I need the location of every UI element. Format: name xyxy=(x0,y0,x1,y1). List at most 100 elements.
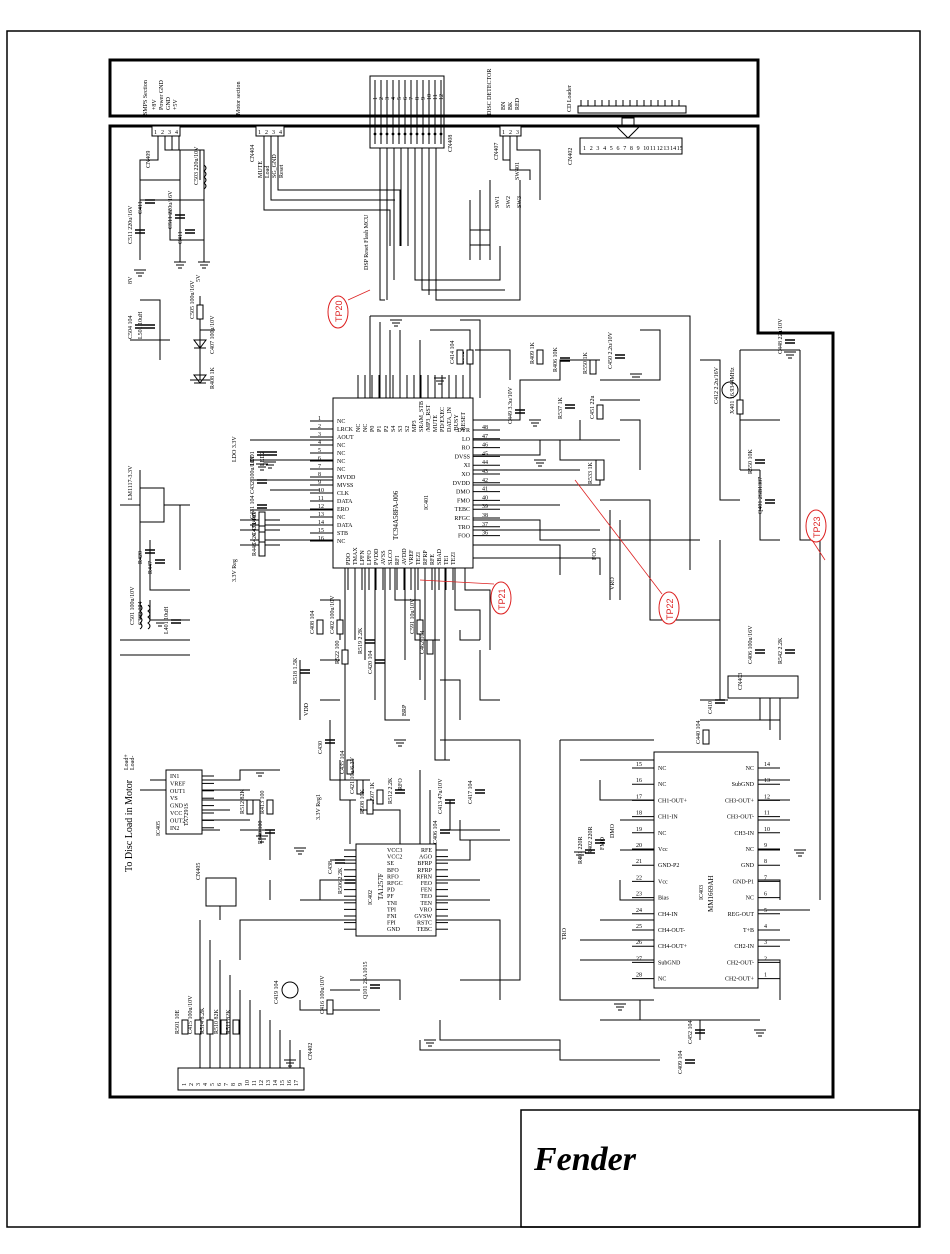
wire xyxy=(509,136,531,180)
ground-symbol xyxy=(630,373,642,381)
transistor: C419 104 xyxy=(274,980,299,1004)
cap-plate xyxy=(257,451,267,456)
ground-line xyxy=(254,769,266,777)
ic403-right-num: 11 xyxy=(764,811,770,817)
ground-line xyxy=(154,619,166,627)
cap-plate xyxy=(345,879,355,884)
cn401-pin-num: 12 xyxy=(259,1080,265,1086)
ic403-left-num: 19 xyxy=(636,827,642,833)
cap-plate xyxy=(145,199,155,204)
res-body xyxy=(366,799,374,815)
switch-label: SW401 xyxy=(515,162,521,180)
ic402-left-name: TNI xyxy=(387,901,397,907)
cn402-pin-num: 7 xyxy=(623,146,626,152)
capacitor: R512 2.2K xyxy=(388,777,405,804)
ic403-left-num: 24 xyxy=(636,908,642,914)
cn408-pin-num: 3 xyxy=(385,97,391,100)
cn408-dot xyxy=(415,132,419,136)
ic401-right-name: LO xyxy=(462,437,471,443)
ic403-right-name: CH2-OUT+ xyxy=(725,977,755,983)
cn401-pin-num: 7 xyxy=(224,1083,230,1086)
cn402-pin-num: 11 xyxy=(650,146,656,152)
resistor: R522 100 xyxy=(335,640,349,665)
power-label: RFO xyxy=(398,778,404,790)
res-body xyxy=(206,1019,214,1035)
ic401-right-name: FOO xyxy=(458,534,471,540)
ic401-left-name: MVDD xyxy=(337,475,356,481)
ic403-right-name: SubGND xyxy=(732,782,755,788)
ic401-bottom-name: RFRP xyxy=(423,550,429,565)
transistor-label: C412 2.2u/16V xyxy=(714,366,720,404)
test-points: TP20 TP21 TP22 TP23 xyxy=(327,289,827,625)
cap-plate xyxy=(375,659,385,664)
power-label: 3.3V Reg xyxy=(232,559,238,582)
cn408-dot xyxy=(433,132,437,136)
wire xyxy=(440,679,461,720)
cap-plate xyxy=(370,984,380,989)
ic401-bottom-name: VREF xyxy=(409,549,415,565)
ic401-right-num: 43 xyxy=(482,469,488,475)
wire xyxy=(421,148,505,291)
ic403-left-name: Vcc xyxy=(658,879,668,885)
wire xyxy=(434,568,450,761)
ic401-bottom-name: PDO xyxy=(346,552,352,565)
res-label: R512 82K xyxy=(240,788,246,814)
tp20: TP20 xyxy=(327,289,371,329)
ic402-left-name: PF xyxy=(387,894,394,900)
wire xyxy=(459,820,510,841)
ic403-right-num: 14 xyxy=(764,762,770,768)
cn408-dot xyxy=(403,132,407,136)
resistor: C416 100u/10V xyxy=(320,975,334,1015)
wire xyxy=(700,359,740,501)
power-label: 8V xyxy=(128,276,134,284)
cn402-pin-num: 13 xyxy=(663,146,669,152)
cap-label: C450 2.2u/10V xyxy=(608,331,614,369)
led-label: R408 1K xyxy=(210,366,216,389)
ground-line xyxy=(256,835,268,843)
ic401-dsp-chip: TC94A58FA-006 IC401 NC1LRCK2AOUT3NC4NC5N… xyxy=(310,375,500,590)
ic401-bottom-name: PVDD xyxy=(374,548,380,565)
cd-loader-header xyxy=(577,105,687,114)
cap-plate xyxy=(615,354,625,359)
capacitor: R550 10K xyxy=(748,448,765,474)
cn408-pin-num: 4 xyxy=(391,97,397,100)
res-body xyxy=(232,1019,240,1035)
transistor-label: C419 104 xyxy=(274,980,280,1004)
resistor: R409 1K xyxy=(530,341,544,365)
wire xyxy=(240,829,271,860)
ic402-part: TA1257F xyxy=(377,873,385,900)
ic403-right-name: CH3-OUT+ xyxy=(725,798,755,804)
cn409-header-pin: 2 xyxy=(161,130,164,136)
wire xyxy=(559,440,600,461)
ic403-driver-chip: MM1669AH IC403 NC15NC16CH1-OUT+17CH1-IN1… xyxy=(632,751,780,989)
cap-label: C406 104 xyxy=(433,820,439,844)
ground-symbol xyxy=(390,319,402,327)
ground-symbol xyxy=(794,849,806,857)
cap-label: R506 2.2K xyxy=(338,867,344,894)
cap-plate xyxy=(145,324,155,329)
ic403-right-num: 7 xyxy=(764,875,767,881)
led-body xyxy=(193,339,207,349)
switch-label: SW2 xyxy=(506,196,512,208)
ic403-left-name: NC xyxy=(658,766,666,772)
cn408-dot xyxy=(373,132,377,136)
ground-line xyxy=(614,1003,626,1011)
ic403-left-name: CH4-OUT+ xyxy=(658,944,688,950)
ic403-left-name: SubGND xyxy=(658,960,681,966)
resistor: C414 104 xyxy=(450,340,464,365)
ic403-left-name: GND-P2 xyxy=(658,863,679,869)
cap-label: R402 220R xyxy=(588,826,594,854)
resistor: R501 10E xyxy=(175,1009,189,1035)
wire xyxy=(277,136,401,246)
cn402-pin-num: 14 xyxy=(670,146,676,152)
wire xyxy=(263,136,391,246)
power-label: VRO xyxy=(610,577,616,590)
ic403-left-num: 26 xyxy=(636,940,642,946)
cn401-pin-num: 16 xyxy=(287,1080,293,1086)
ic401-left-num: 6 xyxy=(318,456,321,462)
ic403-left-num: 16 xyxy=(636,778,642,784)
ic403-right-name: CH2-IN xyxy=(734,944,754,950)
ground-symbol xyxy=(294,847,306,855)
cap-plate xyxy=(395,789,405,794)
